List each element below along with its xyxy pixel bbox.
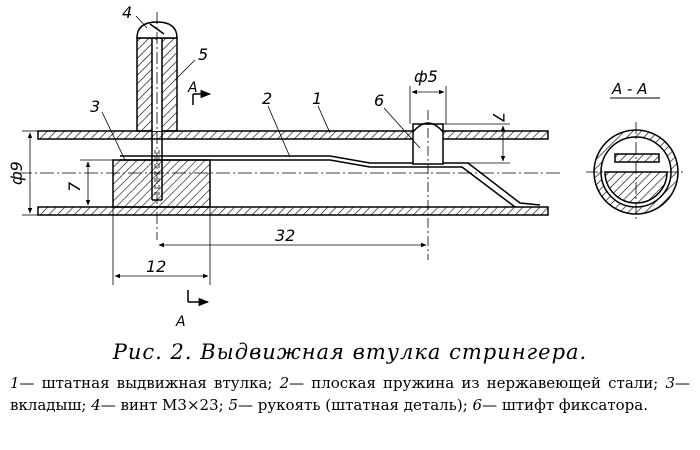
legend-item-5: 5— рукоять (штатная деталь); (228, 396, 473, 414)
dim-outer-diameter-label: ф9 (7, 161, 26, 185)
dim-outer-diameter (22, 130, 38, 216)
legend-item-6: 6— штифт фиксатора. (472, 396, 648, 414)
section-arrow-bottom (187, 290, 210, 307)
section-mark-top: А (187, 80, 198, 96)
dim-height-right-label: 7 (489, 112, 508, 123)
callout-2: 2 (262, 89, 272, 108)
figure-caption-title: Рис. 2. Выдвижная втулка стрингера. (112, 340, 588, 364)
callout-4: 4 (122, 3, 132, 22)
dim-pin-diameter-label: ф5 (414, 67, 438, 86)
fixator-pin (412, 110, 444, 260)
technical-drawing: А А ф9 7 ф5 7 32 12 (7, 3, 686, 330)
dim-height-label: 7 (65, 181, 84, 192)
tube-walls (37, 130, 549, 216)
flat-spring-lower (120, 159, 516, 208)
section-arrow-top (192, 89, 212, 105)
dim-height-right (443, 123, 510, 164)
dim-insert-length-label: 12 (146, 257, 166, 276)
legend-item-2: 2— плоская пружина из нержавеющей стали; (279, 374, 666, 392)
callout-leaders (101, 15, 421, 161)
section-label: А - А (611, 80, 647, 98)
callout-5: 5 (198, 45, 208, 64)
figure-caption-legend: 1— штатная выдвижная втулка; 2— плоская … (10, 372, 690, 416)
callout-6: 6 (374, 91, 384, 110)
dim-pin-diameter (409, 86, 447, 124)
section-mark-bottom: А (175, 314, 186, 330)
legend-item-4: 4— винт М3×23; (91, 396, 229, 414)
dim-height (80, 159, 113, 208)
callout-3: 3 (90, 97, 100, 116)
dim-insert-length (112, 207, 211, 285)
legend-item-3: 3— вкладыш; (10, 374, 690, 414)
legend-item-1: 1— штатная выдвижная втулка; (10, 374, 280, 392)
dim-pin-distance-label: 32 (275, 226, 295, 245)
section-view (586, 122, 686, 222)
callout-1: 1 (312, 89, 322, 108)
